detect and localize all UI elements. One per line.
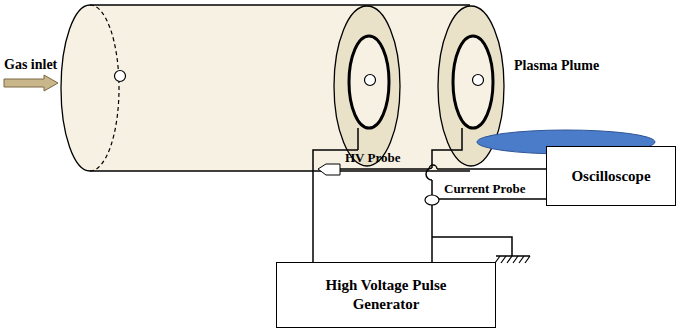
tube-end [61,5,90,171]
ground-wire [432,237,512,256]
ring-electrode [453,36,493,128]
wire [313,150,340,262]
box-label: High Voltage Pulse Generator [311,276,461,314]
ground-hatch [495,256,530,263]
tube-edge [90,4,470,5]
box-label: Oscilloscope [571,167,650,186]
part-label: HV Probe [345,150,401,166]
wire [357,128,359,150]
part-label: Gas inlet [4,57,57,73]
ring-electrode [349,36,389,128]
probe-lead [340,168,429,169]
equipment-box: High Voltage Pulse Generator [276,262,496,328]
probe-lead [437,168,546,169]
part-label: Current Probe [444,181,525,197]
wire [431,180,433,262]
hv-probe [318,164,340,175]
gas-hole [115,71,126,82]
tube-body [90,5,470,171]
hole [365,75,376,86]
probe-lead [439,198,546,199]
part-label: Plasma Plume [514,58,599,74]
spacer [478,80,499,140]
tube-end-hidden [90,5,119,171]
equipment-box: Oscilloscope [546,146,676,206]
electrode-disc [334,6,400,166]
ground-symbol [496,255,530,257]
current-probe [425,195,439,205]
tube-edge [90,170,470,171]
probe-lead-hop [429,165,437,169]
hole [473,75,484,86]
wire [432,128,462,168]
gas-arrow [4,75,58,91]
wire-hop [426,168,432,180]
